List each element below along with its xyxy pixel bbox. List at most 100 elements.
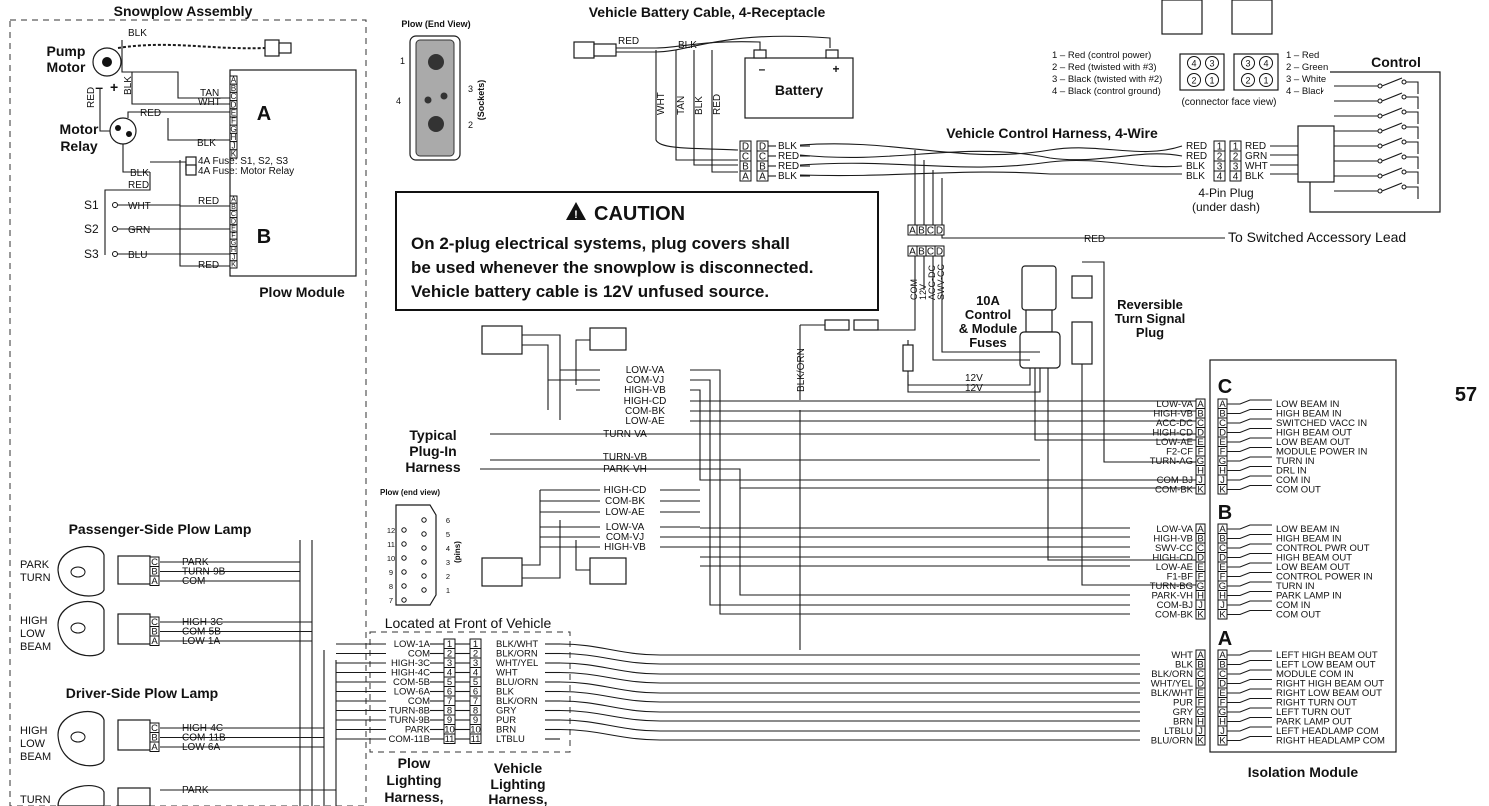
face-1-circle-2 [1241, 73, 1255, 87]
pump-wire-wht [131, 72, 230, 105]
iso-b-left-pin-j: J [1198, 600, 1203, 611]
plow-harness-wire-0: LOW-1A [394, 639, 431, 650]
front-pin-right-5: 5 [473, 677, 478, 688]
switch-out-4 [1406, 141, 1419, 154]
connector-top-left-icon [1161, 0, 1203, 35]
harness-pin-left-4-box [1213, 170, 1226, 182]
caution-border [395, 191, 879, 311]
harness-top-label-6: TURN-VA [603, 429, 647, 440]
harness-right-wire-3: BLK [1245, 171, 1264, 182]
passenger-pin-2-a-box [149, 635, 160, 646]
front-of-vehicle-label: Located at Front of Vehicle [385, 615, 552, 631]
plow-harness-wire-1: COM [408, 649, 430, 660]
battery-wire-label-red: RED [712, 94, 723, 115]
battery-pin-left-a-box [739, 170, 752, 182]
vehicle-harness-wire-2: WHT/YEL [496, 658, 538, 669]
face-0-num-4: 4 [1191, 59, 1196, 69]
control-plug-icon [1297, 125, 1335, 183]
relay-wire-red-a [127, 111, 230, 118]
switch-contact-a-7 [1377, 188, 1383, 194]
module-a-label: A [257, 103, 271, 125]
battery-red-wire [616, 41, 761, 55]
plow-module-a-pin-c: C [231, 92, 237, 101]
plow-module-label: Plow Module [259, 284, 345, 300]
iso-b-right-pin-h: H [1219, 591, 1226, 602]
pin-right-4 [421, 545, 427, 551]
harness-pin-left-1: 1 [1217, 142, 1223, 153]
harness-trunk-1 [522, 334, 561, 420]
pin-num-right-1: 1 [446, 586, 450, 595]
caution-line-1: On 2-plug electrical systems, plug cover… [411, 234, 790, 253]
pin-num-right-2: 2 [446, 572, 450, 581]
under-dash-label: (under dash) [1192, 200, 1260, 214]
switch-blade-0 [1381, 77, 1403, 87]
passenger-wire-label-2-0: HIGH-3C [182, 617, 223, 628]
battery-red2-wire [711, 50, 738, 173]
iso-a-output-6: LEFT TURN OUT [1276, 707, 1351, 718]
abcd-top-pin-b: B [918, 226, 925, 237]
pin-num-right-4: 4 [446, 544, 450, 553]
iso-a-link-8 [1227, 726, 1272, 732]
plow-module-b-pin-f: F [231, 231, 236, 240]
iso-a-output-3: RIGHT HIGH BEAM OUT [1276, 679, 1384, 690]
iso-b-output-8: COM IN [1276, 600, 1310, 611]
iso-b-left-pin-e: E [1197, 562, 1203, 573]
battery-wire-label-wht: WHT [656, 92, 667, 115]
driver-pin-b: B [151, 733, 157, 744]
motor-relay-icon [109, 117, 137, 145]
caution-line-2: be used whenever the snowplow is disconn… [411, 258, 813, 277]
front-pin-right-4: 4 [473, 668, 478, 679]
motor-label-2: Motor [60, 121, 99, 137]
iso-b-left-pin-b: B [1197, 534, 1203, 545]
warning-triangle-icon [566, 202, 586, 220]
switch-out-0 [1406, 81, 1419, 94]
battery-minus: – [759, 62, 766, 76]
passenger-wire-label-1-2: COM [182, 576, 205, 587]
face-view-label: (connector face view) [1181, 97, 1276, 108]
socket-3-icon [440, 92, 448, 100]
iso-b-right-pin-b: B [1219, 534, 1225, 545]
switch-contact-b-4 [1401, 139, 1407, 145]
passenger-connector-2-icon [117, 613, 151, 645]
control-harness-title: Vehicle Control Harness, 4-Wire [946, 125, 1158, 141]
harness-top-label-7: TURN-VB [603, 452, 648, 463]
s2-switch-icon [112, 226, 118, 232]
iso-b-output-5: CONTROL POWER IN [1276, 572, 1373, 583]
driver-bulb-icon [70, 731, 86, 743]
wht-switch-label: WHT [128, 201, 151, 212]
fuse-wire [150, 161, 187, 172]
iso-c-left-pin-a: A [1197, 399, 1204, 410]
passenger-pin-2-a: A [151, 636, 158, 647]
front-pin-right-1: 1 [473, 639, 478, 650]
switch-contact-b-5 [1401, 154, 1407, 160]
control-fuses: 10A Control & Module Fuses 12V 12V [902, 265, 1200, 561]
vehicle-harness-wire-6: BLK/ORN [496, 696, 538, 707]
iso-c-output-6: TURN IN [1276, 456, 1315, 467]
page-number: 57 [1455, 384, 1477, 406]
front-pin-left-10: 10 [444, 725, 455, 736]
reversible-line-1: Reversible [1117, 297, 1183, 312]
pump-minus: – [95, 79, 103, 95]
low-va-route [690, 369, 721, 405]
pin-right-3 [421, 559, 427, 565]
plow-end-view2-housing [395, 504, 437, 606]
harness-left-wire-3: BLK [1186, 171, 1205, 182]
iso-b-right-pin-k: K [1219, 610, 1226, 621]
battery-blk-wire [616, 35, 831, 53]
turn-wire-ag [1082, 261, 1200, 463]
iso-a-output-2: MODULE COM IN [1276, 669, 1354, 680]
front-pin-right-11: 11 [471, 734, 481, 745]
front-pin-right-3: 3 [473, 658, 478, 669]
harness-twist-3 [799, 159, 1183, 168]
passenger-wire-label-1-1: TURN-9B [182, 567, 226, 578]
iso-c-link-4 [1227, 437, 1272, 443]
driver-pin-a: A [151, 742, 158, 753]
plow-module-a-pin-e: E [231, 109, 237, 118]
iso-c-output-7: DRL IN [1276, 466, 1307, 477]
iso-b-right-pin-d: D [1219, 553, 1226, 564]
driver-pin-c: C [151, 723, 158, 734]
iso-b-link-6 [1227, 581, 1272, 587]
plow-harness-wire-10: COM-11B [388, 734, 430, 745]
